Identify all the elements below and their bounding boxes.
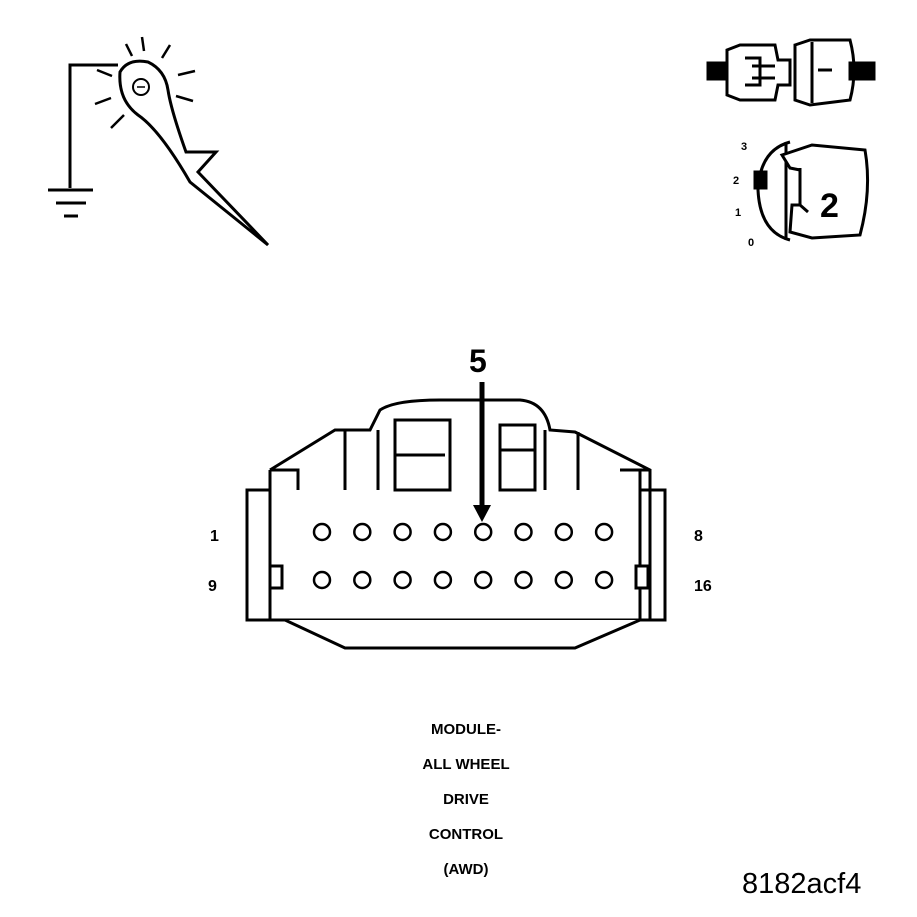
caption-line-2: ALL WHEEL [422,756,510,773]
ignition-position-1: 1 [735,207,741,219]
callout-pin-number: 5 [469,343,487,379]
connector-pin-9 [312,570,332,590]
test-light-probe-icon [48,36,270,247]
connector-caption: MODULE- ALL WHEEL DRIVE CONTROL (AWD) [366,712,566,887]
connector-pin-11 [393,570,412,590]
connector-pin-16 [594,570,614,590]
ignition-position-2: 2 [733,175,739,187]
connector-pins [312,522,614,590]
caption-line-5: (AWD) [443,861,489,878]
connector-pin-3 [393,522,412,542]
connector-disconnect-icon [706,38,876,107]
ignition-position-display: 2 [820,187,839,225]
ignition-position-3: 3 [741,141,747,153]
connector-pin-5 [473,522,493,542]
row2-right-label: 16 [694,578,712,595]
caption-line-3: DRIVE [443,791,489,808]
callout-arrow [473,382,491,522]
connector-pin-10 [353,570,372,590]
ignition-position-0: 0 [748,237,754,249]
ground-symbol-icon [48,188,93,218]
figure-code: 8182acf4 [742,868,862,900]
connector-pin-7 [554,522,574,542]
connector-pin-13 [473,570,493,590]
connector-pin-1 [312,522,332,542]
row2-left-label: 9 [208,578,217,595]
row1-right-label: 8 [694,528,703,545]
connector-pin-12 [433,570,453,590]
connector-pin-4 [433,522,453,542]
caption-line-4: CONTROL [428,826,504,843]
ignition-key-icon: 2 [753,140,870,242]
connector-pin-2 [353,522,372,542]
row1-left-label: 1 [210,528,219,545]
connector-body [245,398,667,650]
connector-pin-6 [514,522,533,542]
connector-pin-8 [594,522,614,542]
connector-pin-14 [514,570,533,590]
connector-pin-15 [554,570,574,590]
caption-line-1: MODULE- [431,721,501,738]
